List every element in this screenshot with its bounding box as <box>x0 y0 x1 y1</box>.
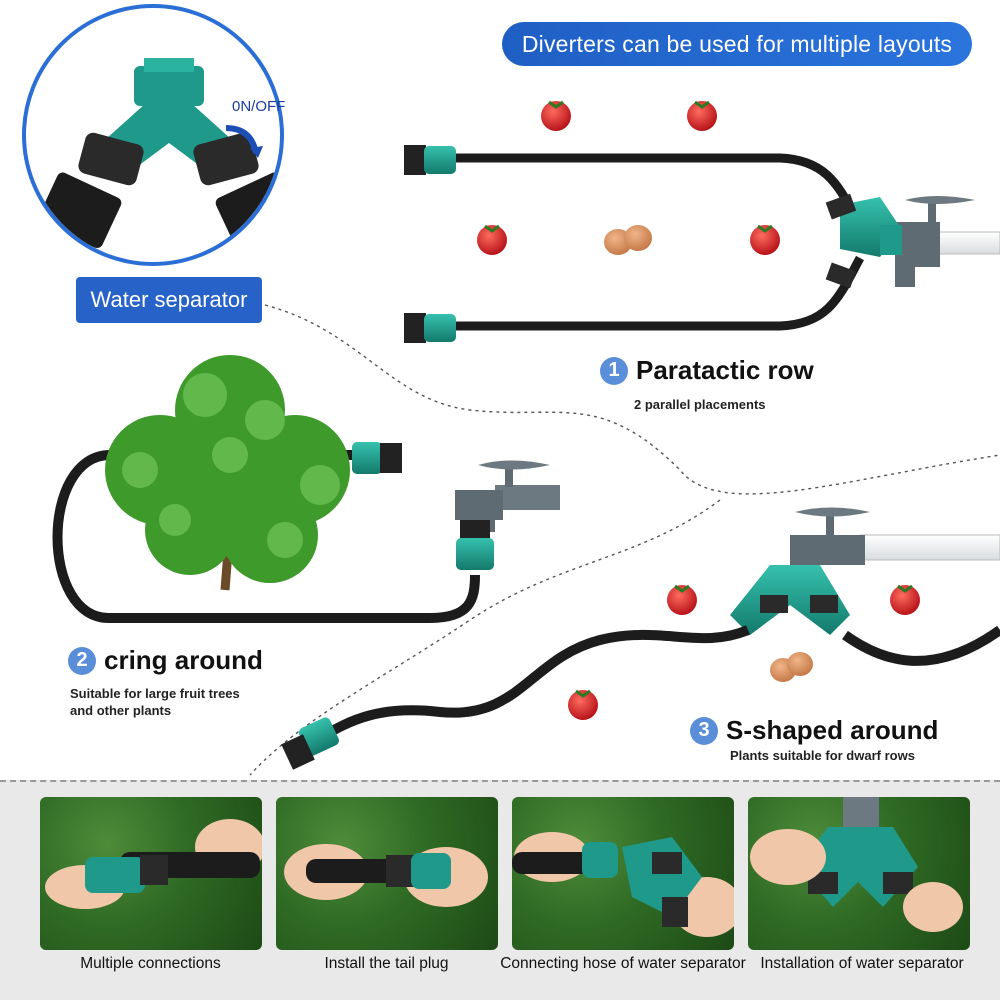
layout-illustration <box>52 100 1000 776</box>
section-3-title: 3 S-shaped around <box>690 715 938 746</box>
step-caption-3: Connecting hose of water separator <box>500 955 746 972</box>
section-1-number: 1 <box>600 356 628 385</box>
section-2-number: 2 <box>68 646 96 675</box>
section-1-heading: Paratactic row <box>636 355 814 385</box>
water-separator-label: Water separator <box>76 277 262 323</box>
section-1-subtitle: 2 parallel placements <box>634 397 766 412</box>
hand-plug-icon <box>284 844 488 907</box>
hand-faucet-icon <box>750 797 963 932</box>
dashed-guides <box>249 304 1000 776</box>
cring-around-illustration <box>52 355 560 624</box>
step-photo-multiple-connections <box>40 797 262 950</box>
section-2-subtitle-line2: and other plants <box>70 703 172 718</box>
hand-hose-icon <box>45 819 262 909</box>
layouts-banner: Diverters can be used for multiple layou… <box>502 22 972 66</box>
paratactic-row-illustration <box>404 100 1000 343</box>
section-1-title: 1 Paratactic row <box>600 355 814 386</box>
step-photo-tail-plug <box>276 797 498 950</box>
section-2-title: 2 cring around <box>68 645 263 676</box>
s-shaped-illustration <box>281 507 1000 770</box>
hand-diverter-icon <box>512 832 734 937</box>
diverter-icon <box>38 58 280 249</box>
section-3-number: 3 <box>690 716 718 745</box>
section-3-subtitle: Plants suitable for dwarf rows <box>730 748 915 763</box>
step-caption-4: Installation of water separator <box>760 955 964 972</box>
step-photo-install-separator <box>748 797 970 950</box>
step-photo-connecting-hose <box>512 797 734 950</box>
diverter-closeup <box>22 4 284 266</box>
step-caption-1: Multiple connections <box>80 955 221 972</box>
section-2-heading: cring around <box>104 645 263 675</box>
section-3-heading: S-shaped around <box>726 715 939 745</box>
section-2-subtitle-line1: Suitable for large fruit trees <box>70 686 240 701</box>
on-off-label: 0N/OFF <box>232 98 286 115</box>
step-caption-2: Install the tail plug <box>324 955 449 972</box>
